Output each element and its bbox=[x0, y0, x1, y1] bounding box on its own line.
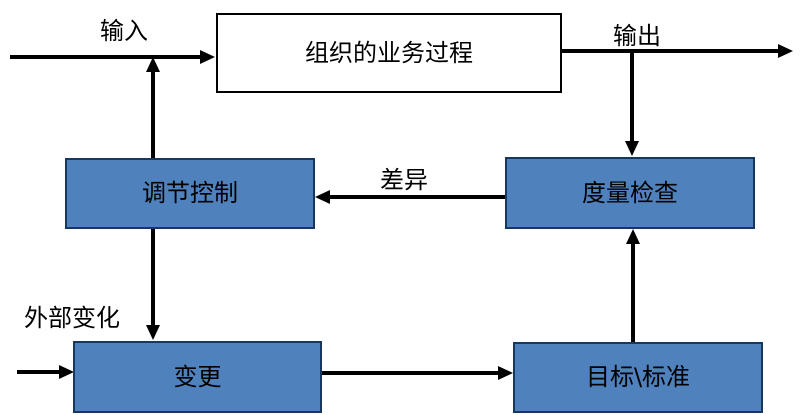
node-target-standard-label: 目标\标准 bbox=[585, 363, 691, 392]
node-measure-check: 度量检查 bbox=[505, 157, 755, 229]
node-regulate-control: 调节控制 bbox=[65, 158, 315, 229]
node-change-label: 变更 bbox=[173, 362, 222, 391]
node-business-process: 组织的业务过程 bbox=[216, 13, 562, 93]
arrow-regulate-to-input-line bbox=[146, 57, 160, 160]
arrow-target-to-measure bbox=[626, 229, 640, 342]
edge-label-difference: 差异 bbox=[380, 166, 428, 194]
arrow-regulate-to-change bbox=[146, 229, 160, 340]
arrow-change-to-target bbox=[322, 366, 513, 380]
arrow-external-to-change bbox=[17, 365, 74, 379]
edge-label-input: 输入 bbox=[100, 17, 148, 45]
edge-label-output: 输出 bbox=[613, 22, 661, 50]
node-change: 变更 bbox=[73, 341, 322, 413]
arrow-input-to-process bbox=[10, 50, 215, 64]
node-target-standard: 目标\标准 bbox=[513, 342, 763, 413]
node-regulate-control-label: 调节控制 bbox=[142, 179, 238, 208]
node-measure-check-label: 度量检查 bbox=[582, 178, 678, 207]
arrow-output-line-to-measure bbox=[625, 51, 639, 156]
edge-label-external-change: 外部变化 bbox=[24, 304, 120, 332]
arrow-process-to-output bbox=[562, 44, 793, 58]
node-business-process-label: 组织的业务过程 bbox=[305, 38, 473, 67]
